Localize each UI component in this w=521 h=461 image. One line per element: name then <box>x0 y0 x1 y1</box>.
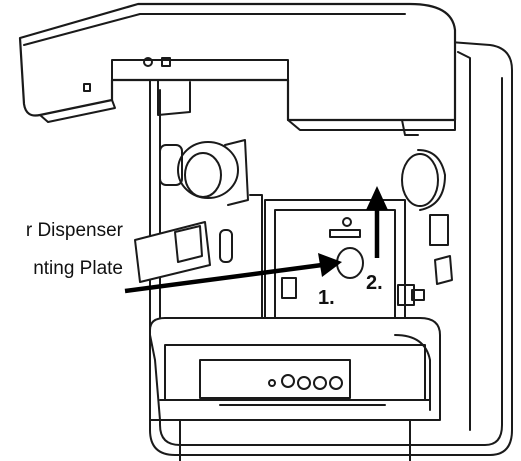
lid <box>18 2 457 136</box>
step-label-1: 1. <box>318 287 335 309</box>
left-bracket <box>134 194 263 331</box>
step-label-2: 2. <box>366 272 383 294</box>
roller-assembly <box>149 317 441 461</box>
arrow-step-2 <box>366 186 388 258</box>
arrow-step-1 <box>124 253 342 294</box>
right-roll-holder <box>401 149 453 285</box>
left-roll-holder <box>159 139 249 206</box>
dispenser-callout-line1: r Dispenser <box>25 220 123 241</box>
mounting-plate <box>264 199 425 336</box>
mounting-plate-callout-line2: nting Plate <box>33 258 123 279</box>
